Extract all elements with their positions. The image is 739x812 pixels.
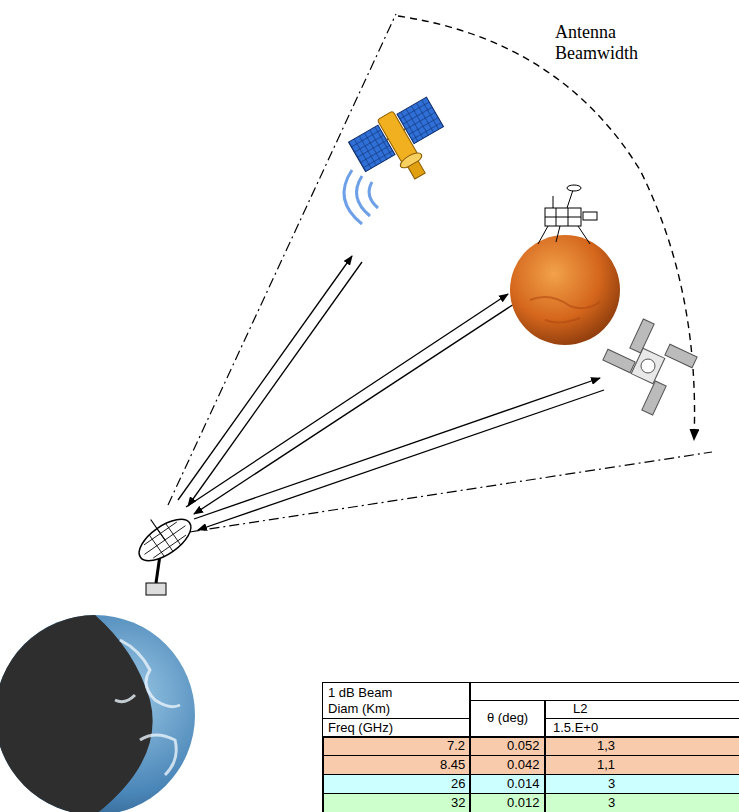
header-cell: 1 dB Beam Diam (Km) <box>328 685 418 717</box>
table-cell <box>322 793 470 812</box>
angle-cell: 0.014 <box>507 776 540 792</box>
freq-cell: 8.45 <box>440 757 465 773</box>
header-cell: θ (deg) <box>487 710 528 726</box>
header-cell: 1.5.E+0 <box>553 720 598 736</box>
freq-cell: 7.2 <box>447 738 465 754</box>
table-cell <box>545 774 739 794</box>
table-cell <box>322 774 470 794</box>
title-label: Antenna Beamwidth <box>555 22 665 64</box>
table-cell <box>470 682 739 701</box>
header-cell: Freq (GHz) <box>328 720 393 736</box>
freq-cell: 32 <box>451 795 465 811</box>
angle-cell: 0.052 <box>507 738 540 754</box>
table-cell <box>545 793 739 812</box>
angle-cell: 0.012 <box>507 795 540 811</box>
diameter-cell: 3 <box>608 776 615 792</box>
header-cell: L2 <box>573 701 587 717</box>
freq-cell: 26 <box>451 776 465 792</box>
table-cell <box>545 736 739 756</box>
table-cell <box>545 755 739 775</box>
diameter-cell: 3 <box>608 795 615 811</box>
angle-cell: 0.042 <box>507 757 540 773</box>
diameter-cell: 1,3 <box>597 738 615 754</box>
diameter-cell: 1,1 <box>597 757 615 773</box>
